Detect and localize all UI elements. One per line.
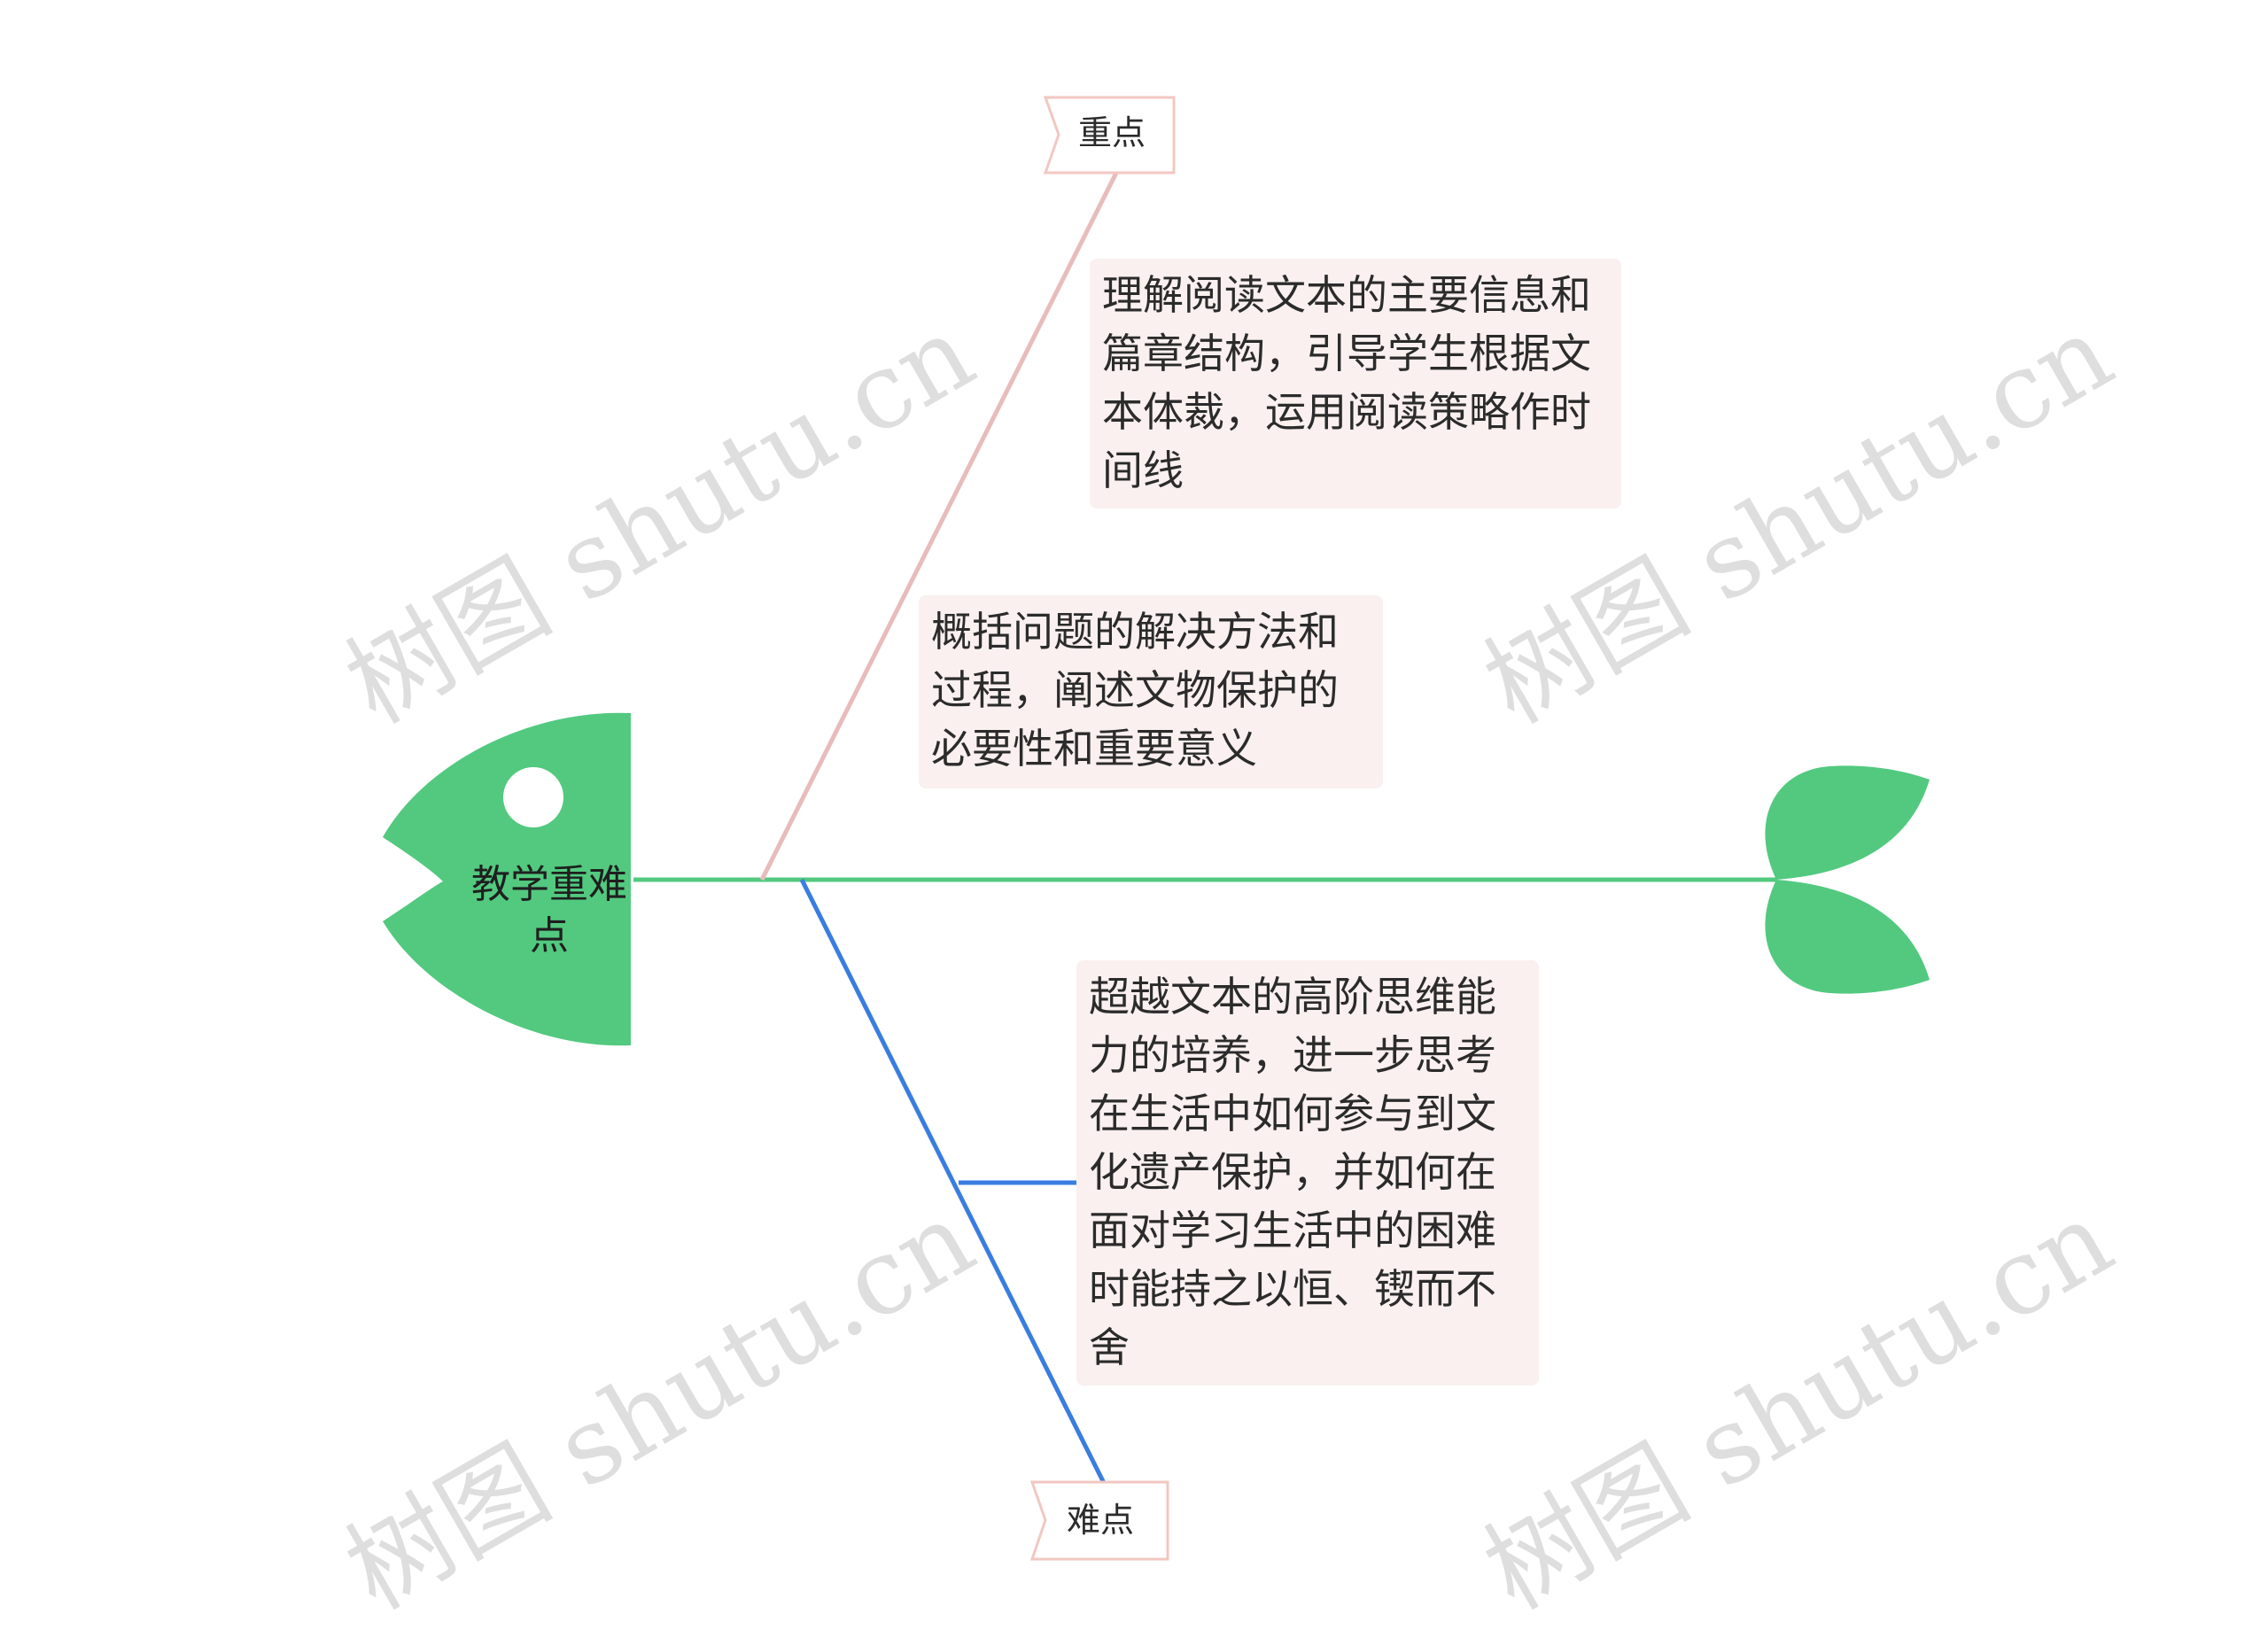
tag-difficulties-label: 难点 — [1067, 1501, 1134, 1540]
root-label[interactable]: 教学重难点 — [471, 862, 627, 959]
fish-tail-lower-icon — [1765, 880, 1930, 994]
card-key-point-1[interactable]: 理解阅读文本的主要信息和篇章结构，引导学生根据文本体裁，运用阅读策略作时间线 — [1090, 259, 1621, 508]
branch-line-key-points — [759, 171, 1119, 881]
fish-eye-icon — [503, 767, 563, 827]
card-key-point-2[interactable]: 概括问题的解决方法和过程，阐述文物保护的必要性和重要意义 — [919, 595, 1383, 788]
tag-difficulties[interactable]: 难点 — [1029, 1480, 1169, 1561]
card-difficulty-1[interactable]: 超越文本的高阶思维能力的培养，进一步思考在生活中如何参与到文化遗产保护，并如何在… — [1076, 960, 1539, 1386]
tag-key-points[interactable]: 重点 — [1043, 96, 1176, 175]
fish-tail-icon — [1765, 765, 1930, 880]
fish-head-icon — [383, 712, 631, 1046]
tag-key-points-label: 重点 — [1078, 113, 1146, 152]
branch-line-difficulties — [799, 878, 1108, 1488]
